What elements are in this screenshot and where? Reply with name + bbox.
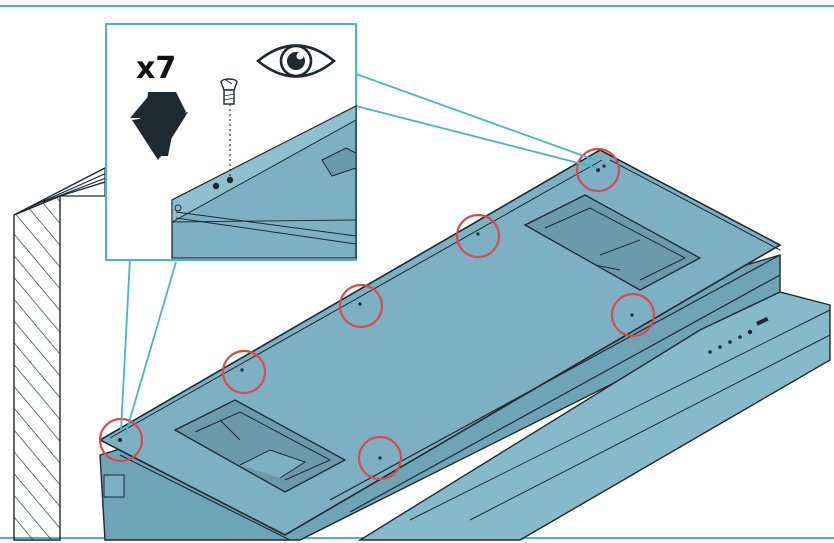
cutout-top-right-detail-2 xyxy=(594,264,621,271)
eye-icon xyxy=(255,44,337,78)
panel-rail-long-1 xyxy=(329,254,781,501)
cutout-top-right-detail xyxy=(599,239,641,256)
highlight-circle-5 xyxy=(575,147,621,193)
panel-rail-long-3 xyxy=(409,309,831,521)
highlight-circle-2 xyxy=(221,349,267,395)
cutout-top-right-inner xyxy=(544,207,687,281)
panel-assembly xyxy=(98,149,831,541)
cutout-bottom-left xyxy=(173,399,347,493)
cutout-top-right xyxy=(523,194,702,291)
panel-rail-long-4 xyxy=(469,334,831,521)
cutout-bottom-left-bracket xyxy=(239,449,307,479)
callout-box: x7 xyxy=(105,23,357,261)
highlight-circle-6 xyxy=(610,292,656,338)
quantity-label: x7 xyxy=(136,51,176,86)
panel-rail-long-2 xyxy=(349,274,781,513)
down-arrow-icon xyxy=(130,92,188,160)
panel-side-bracket xyxy=(103,474,125,498)
screw-icon xyxy=(220,78,238,105)
panel-rail-back xyxy=(109,159,603,439)
highlight-circle-3 xyxy=(338,283,384,329)
panel-rail-right xyxy=(609,159,781,251)
cutout-bottom-left-detail xyxy=(219,419,241,441)
cutout-bottom-left-inner xyxy=(194,411,332,481)
panel-slope-face xyxy=(357,291,831,541)
highlight-circle-4 xyxy=(455,213,501,259)
highlight-circle-7 xyxy=(357,435,403,481)
callout-zoomed-panel xyxy=(171,104,357,259)
callout-connectors xyxy=(120,73,599,437)
screw-holes xyxy=(118,164,634,460)
panel-rail-front xyxy=(119,454,291,541)
control-buttons xyxy=(708,316,769,354)
